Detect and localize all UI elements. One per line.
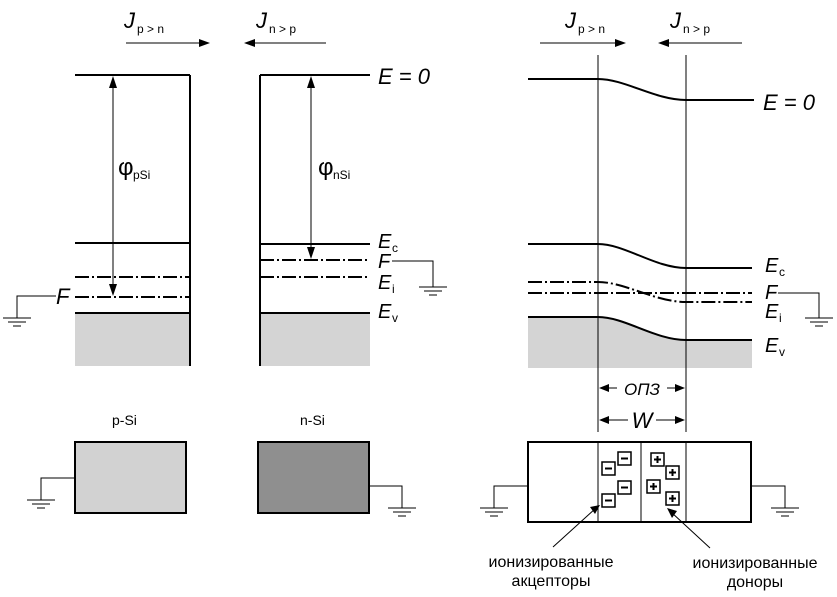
p-si-label: p-Si (112, 412, 137, 428)
n-si-label: n-Si (300, 412, 325, 428)
acceptor-pointer-arrowhead (590, 505, 600, 514)
j-pn-arrowhead-right (615, 39, 626, 47)
junction-ei-label: E (765, 301, 779, 323)
n-fermi-ground-wire (392, 260, 434, 287)
junction-block-ground-wire-left (493, 485, 528, 508)
n-si-block (257, 441, 370, 514)
junction-ground-icon-right (771, 507, 799, 517)
phi-psi-label: φ (118, 154, 134, 181)
p-valence-band-fill (75, 313, 190, 366)
p-work-function-arrowhead-top (109, 76, 117, 88)
donor-pointer-arrow (670, 511, 711, 549)
j-pn-label-left: J (123, 8, 136, 33)
opz-label: ОПЗ (624, 380, 661, 399)
n-ec-label: E (378, 231, 392, 253)
n-si-ground-icon (388, 507, 416, 517)
j-np-label-right: J (669, 8, 682, 33)
ionized-acceptor-charges (601, 451, 632, 508)
right-current-labels: J p > n J n > p (540, 8, 742, 47)
donor-charge (665, 465, 680, 480)
ionized-acceptors-label-1: ионизированные (489, 554, 614, 571)
phi-nsi-sub: nSi (333, 168, 350, 182)
j-np-sub-right: n > p (683, 22, 710, 36)
junction-ev-sub: v (779, 345, 785, 359)
junction-band-diagram: E = 0 E c F E i E v (528, 55, 833, 432)
n-fermi-ground-icon (419, 286, 447, 296)
j-pn-sub-right: p > n (578, 22, 605, 36)
ionized-donor-charges (646, 452, 680, 506)
junction-ec-sub: c (779, 265, 785, 279)
n-si-block-group: n-Si (257, 412, 416, 517)
junction-block-ground-wire-right (751, 485, 786, 508)
j-np-arrowhead-right (658, 39, 669, 47)
n-work-function-arrowhead-top (307, 76, 315, 88)
p-si-ground-icon (27, 499, 55, 509)
acceptor-charge (601, 461, 616, 476)
junction-fermi-label: F (765, 282, 779, 304)
acceptor-charge (617, 480, 632, 495)
n-si-ground-wire (369, 485, 403, 508)
j-np-arrowhead-left (244, 39, 255, 47)
n-ei-label: E (378, 272, 392, 294)
n-fermi-label: F (378, 251, 392, 273)
n-valence-band-fill (260, 313, 370, 366)
w-arrowhead-right (675, 416, 685, 424)
p-work-function-arrowhead-bottom (109, 284, 117, 296)
donor-charge (646, 479, 661, 494)
n-work-function-arrowhead-bottom (307, 247, 315, 259)
junction-block (527, 441, 752, 523)
ionized-donors-label-2: доноры (727, 574, 783, 591)
j-pn-arrowhead-left (199, 39, 210, 47)
junction-block-group: ионизированные акцепторы ионизированные … (480, 441, 818, 591)
donor-charge (665, 491, 680, 506)
phi-nsi-label: φ (318, 154, 334, 181)
n-ei-sub: i (392, 282, 395, 296)
ionized-donors-label-1: ионизированные (693, 555, 818, 572)
junction-ev-label: E (765, 335, 779, 357)
junction-conduction-band (528, 243, 752, 269)
n-ev-label: E (378, 301, 392, 323)
p-fermi-label: F (56, 284, 71, 309)
j-pn-label-right: J (564, 8, 577, 33)
acceptor-pointer-arrow (552, 507, 597, 548)
opz-arrowhead-left (599, 384, 609, 392)
p-si-block-group: p-Si (27, 412, 187, 514)
junction-ei-sub: i (779, 311, 782, 325)
donor-charge (650, 452, 665, 467)
p-si-ground-wire (40, 477, 75, 500)
junction-valence-band (528, 316, 752, 341)
phi-psi-sub: pSi (133, 168, 150, 182)
ionized-acceptors-label-2: акцепторы (512, 573, 591, 590)
acceptor-charge (601, 493, 616, 508)
junction-valence-band-fill (528, 317, 752, 368)
n-ev-sub: v (392, 311, 398, 325)
j-np-sub-left: n > p (269, 22, 296, 36)
p-si-block (74, 441, 187, 514)
donor-pointer-arrowhead (667, 508, 677, 518)
j-np-label-left: J (255, 8, 268, 33)
p-si-band-diagram: φ pSi F (3, 74, 191, 366)
n-si-band-diagram: φ nSi E = 0 E c F E i E v (259, 64, 447, 366)
e-zero-label-right: E = 0 (763, 90, 816, 115)
p-fermi-ground-icon (3, 317, 31, 327)
left-current-labels: J p > n J n > p (123, 8, 326, 47)
n-ec-sub: c (392, 241, 398, 255)
w-arrowhead-left (599, 416, 609, 424)
j-pn-sub-left: p > n (137, 22, 164, 36)
acceptor-charge (617, 451, 632, 466)
p-fermi-ground-wire (16, 295, 56, 318)
e-zero-label-left: E = 0 (378, 64, 431, 89)
junction-ground-icon-left (480, 507, 508, 517)
junction-vacuum-level (528, 78, 754, 101)
junction-fermi-ground-icon (805, 317, 833, 327)
opz-arrowhead-right (675, 384, 685, 392)
junction-ec-label: E (765, 255, 779, 277)
junction-fermi-ground-wire (778, 292, 820, 318)
opz-label-bg (617, 378, 667, 398)
depletion-width-annotations: ОПЗ W (599, 378, 685, 433)
w-label-bg (628, 408, 656, 430)
w-label: W (632, 408, 655, 433)
